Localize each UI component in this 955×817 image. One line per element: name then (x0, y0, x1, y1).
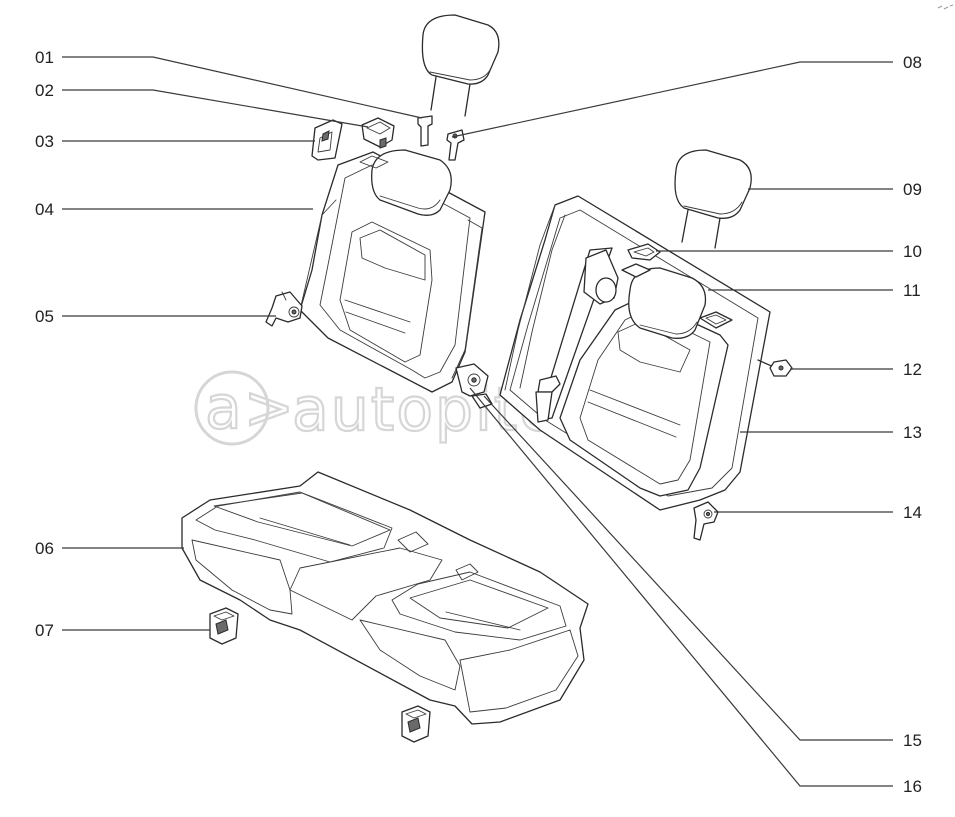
callout-label-06: 06 (35, 539, 54, 558)
callout-label-15: 15 (903, 731, 922, 750)
headrest-guide-08 (446, 129, 465, 161)
corner-marks (937, 4, 954, 10)
headrest-right-09 (674, 149, 752, 249)
callout-label-04: 04 (35, 200, 54, 219)
callout-label-16: 16 (903, 777, 922, 796)
callout-label-14: 14 (903, 503, 922, 522)
callout-label-03: 03 (35, 132, 54, 151)
clip-10 (627, 243, 661, 261)
clip-lower (401, 705, 431, 743)
callout-label-12: 12 (903, 360, 922, 379)
hinge-05 (265, 291, 303, 327)
leader-lines (62, 56, 893, 787)
leader-01 (62, 56, 423, 119)
callout-labels: 01 02 03 04 05 06 07 08 09 10 11 12 13 1… (35, 48, 922, 796)
watermark-logo-ring (194, 370, 270, 446)
callout-label-13: 13 (903, 423, 922, 442)
leader-02 (62, 89, 369, 128)
right-seatback (499, 195, 771, 511)
clip-07 (209, 607, 239, 645)
seat-belt-11 (535, 247, 619, 423)
headrest-left (421, 14, 500, 117)
headrest-guide-01 (417, 115, 433, 147)
leader-08 (451, 61, 893, 138)
callout-label-11: 11 (903, 281, 921, 300)
callout-label-02: 02 (35, 81, 54, 100)
seat-cushion-06 (181, 471, 589, 725)
leader-16 (469, 387, 893, 787)
latch-03 (311, 119, 343, 161)
leader-15 (483, 395, 893, 741)
callout-label-09: 09 (903, 180, 922, 199)
left-seatback (299, 149, 486, 393)
pin-12 (757, 359, 793, 377)
callout-label-08: 08 (903, 53, 922, 72)
center-hinge (455, 363, 493, 409)
bracket-02 (361, 117, 395, 149)
callout-label-05: 05 (35, 307, 54, 326)
callout-label-07: 07 (35, 621, 54, 640)
hinge-14 (693, 501, 719, 541)
callout-label-01: 01 (35, 48, 54, 67)
watermark-logo-glyph: a> (205, 373, 296, 443)
callout-label-10: 10 (903, 242, 922, 261)
